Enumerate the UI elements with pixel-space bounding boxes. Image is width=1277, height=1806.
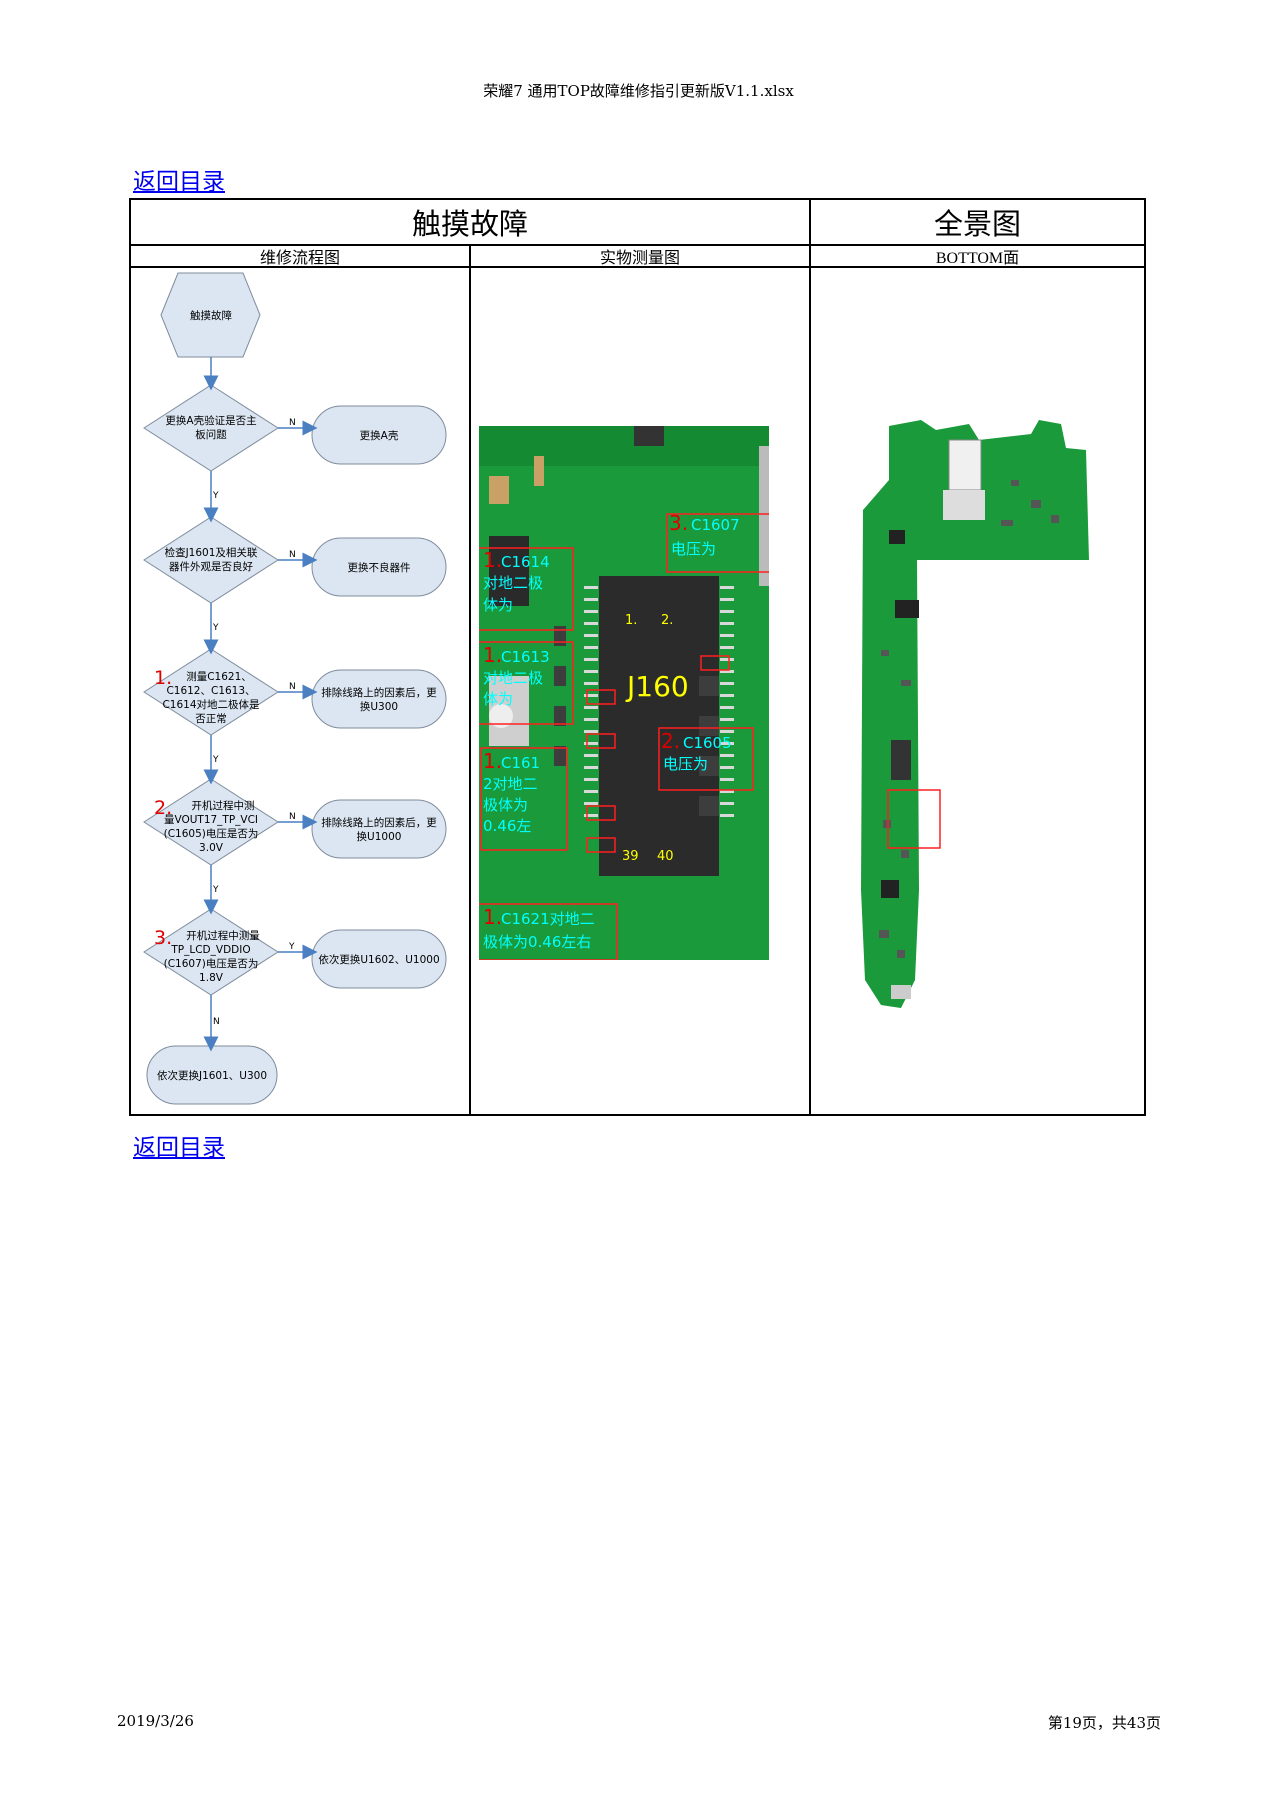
file-title: 荣耀7 通用TOP故障维修指引更新版V1.1.xlsx (483, 82, 794, 100)
svg-text:(C1607)电压是否为: (C1607)电压是否为 (164, 957, 259, 970)
svg-text:更换不良器件: 更换不良器件 (348, 561, 411, 574)
svg-text:1.: 1. (483, 548, 502, 572)
action-replace-u300 (311, 669, 447, 729)
svg-text:换U300: 换U300 (360, 700, 398, 713)
svg-text:2.: 2. (661, 729, 680, 753)
decision-1 (143, 384, 279, 472)
svg-text:电压为: 电压为 (663, 755, 708, 773)
svg-text:Y: Y (212, 623, 219, 633)
svg-text:排除线路上的因素后，更: 排除线路上的因素后，更 (321, 686, 437, 699)
svg-text:Y: Y (212, 491, 219, 501)
svg-text:N: N (289, 418, 296, 428)
repair-flowchart: 触摸故障 更换A壳验证是否主 板问题 检查J1601及相关联 器件外观是否良好 … (143, 272, 447, 1105)
svg-text:极体为: 极体为 (483, 796, 528, 814)
svg-text:体为: 体为 (483, 596, 513, 614)
svg-text:N: N (213, 1017, 220, 1027)
svg-text:更换A壳: 更换A壳 (360, 429, 399, 442)
svg-text:C1607: C1607 (691, 516, 740, 534)
svg-text:电压为: 电压为 (671, 540, 716, 558)
svg-text:40: 40 (657, 849, 674, 864)
decision-2 (143, 516, 279, 604)
svg-text:N: N (289, 682, 296, 692)
svg-text:换U1000: 换U1000 (357, 830, 402, 843)
svg-text:依次更换U1602、U1000: 依次更换U1602、U1000 (318, 953, 439, 966)
svg-text:量VOUT17_TP_VCI: 量VOUT17_TP_VCI (164, 814, 258, 826)
back-to-contents-link-top[interactable]: 返回目录 (133, 169, 225, 195)
svg-text:极体为0.46左右: 极体为0.46左右 (483, 933, 591, 951)
svg-text:39: 39 (622, 849, 639, 864)
svg-text:测量C1621、: 测量C1621、 (186, 670, 252, 683)
board-bottom-view (861, 420, 1089, 1008)
svg-text:C1605: C1605 (683, 734, 732, 752)
svg-text:C1613: C1613 (501, 648, 550, 666)
svg-text:C161: C161 (501, 754, 540, 772)
col-header-flowchart: 维修流程图 (259, 248, 340, 267)
svg-text:更换A壳验证是否主: 更换A壳验证是否主 (165, 414, 256, 427)
start-hexagon (160, 272, 261, 358)
svg-text:N: N (289, 550, 296, 560)
svg-text:(C1605)电压是否为: (C1605)电压是否为 (164, 827, 259, 840)
svg-text:C1621对地二: C1621对地二 (501, 910, 595, 928)
step-num-3: 3. (154, 927, 172, 949)
svg-text:Y: Y (212, 885, 219, 895)
svg-text:开机过程中测: 开机过程中测 (192, 799, 255, 812)
svg-text:排除线路上的因素后，更: 排除线路上的因素后，更 (321, 816, 437, 829)
svg-text:开机过程中测量: 开机过程中测量 (186, 929, 260, 942)
svg-text:否正常: 否正常 (195, 712, 227, 725)
svg-text:N: N (289, 812, 296, 822)
footer-page-number: 第19页，共43页 (1047, 1714, 1161, 1732)
svg-text:3.0V: 3.0V (199, 842, 224, 854)
svg-text:器件外观是否良好: 器件外观是否良好 (169, 560, 253, 573)
table-title-touch-fault: 触摸故障 (411, 207, 528, 241)
svg-text:TP_LCD_VDDIO: TP_LCD_VDDIO (170, 944, 250, 956)
back-to-contents-link-bottom[interactable]: 返回目录 (133, 1135, 225, 1161)
step-num-2: 2. (154, 797, 172, 819)
connector-photo: 1. 2. 39 40 J160 3. 1. 1. 2. 1. 1. C1607… (479, 426, 769, 960)
svg-text:板问题: 板问题 (195, 428, 227, 441)
svg-text:检查J1601及相关联: 检查J1601及相关联 (165, 546, 258, 559)
svg-text:Y: Y (288, 942, 295, 952)
svg-text:2对地二: 2对地二 (483, 775, 538, 793)
svg-text:C1614: C1614 (501, 553, 550, 571)
svg-text:1.: 1. (625, 613, 637, 628)
svg-text:2.: 2. (661, 613, 673, 628)
fault-table: 触摸故障 全景图 维修流程图 实物测量图 BOTTOM面 (129, 198, 1146, 1116)
svg-text:1.8V: 1.8V (199, 972, 224, 984)
table-title-panorama: 全景图 (933, 207, 1021, 241)
col-header-photo: 实物测量图 (599, 248, 680, 267)
svg-text:1.: 1. (483, 905, 502, 929)
svg-text:C1614对地二极体是: C1614对地二极体是 (162, 698, 260, 711)
svg-text:0.46左: 0.46左 (483, 817, 531, 835)
flow-start-label: 触摸故障 (190, 309, 232, 322)
flow-end-label: 依次更换J1601、U300 (157, 1069, 267, 1082)
svg-text:3.: 3. (669, 511, 688, 535)
connector-label: J160 (625, 670, 689, 703)
step-num-1: 1. (154, 667, 172, 689)
svg-text:C1612、C1613、: C1612、C1613、 (166, 685, 255, 697)
svg-text:体为: 体为 (483, 690, 513, 708)
svg-text:1.: 1. (483, 643, 502, 667)
svg-text:Y: Y (212, 755, 219, 765)
col-header-bottom: BOTTOM面 (935, 250, 1020, 267)
svg-text:对地二极: 对地二极 (483, 669, 543, 687)
footer-date: 2019/3/26 (117, 1712, 194, 1730)
action-replace-u1000 (311, 799, 447, 859)
svg-text:对地二极: 对地二极 (483, 574, 543, 592)
svg-text:1.: 1. (483, 749, 502, 773)
